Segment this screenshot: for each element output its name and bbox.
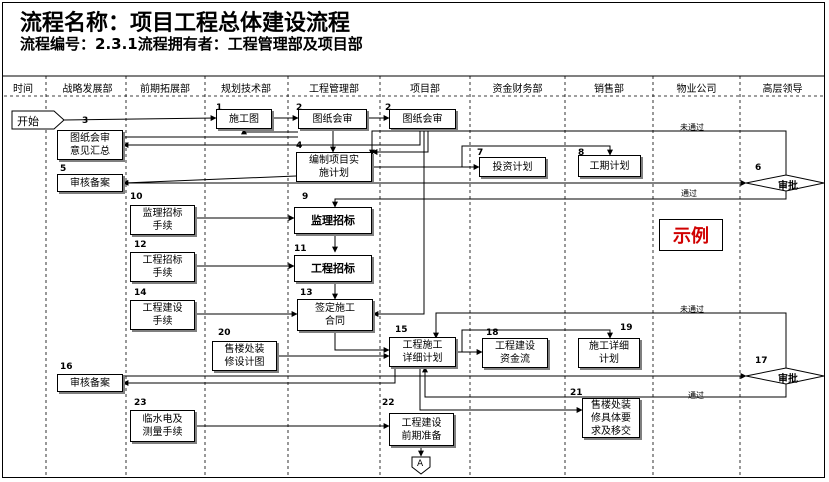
lane-header-time: 时间	[13, 84, 33, 95]
node-1-number: 1	[216, 103, 223, 113]
node-construction-drawing[interactable]: 施工图	[216, 109, 272, 129]
node-approval-1[interactable]: 审批	[778, 181, 798, 192]
edge-label-rejected-1: 未通过	[680, 123, 704, 132]
example-stamp: 示例	[659, 219, 723, 251]
lane-header-sales: 销售部	[594, 84, 624, 95]
node-4-number: 4	[296, 141, 303, 151]
node-5-number: 5	[60, 164, 67, 174]
lane-header-property: 物业公司	[676, 84, 717, 95]
node-supervision-tender[interactable]: 监理招标	[294, 207, 372, 234]
node-utilities-survey-procedure[interactable]: 临水电及 测量手续	[130, 410, 195, 442]
node-detailed-construction-plan[interactable]: 工程施工 详细计划	[389, 337, 456, 367]
node-13-number: 13	[300, 288, 313, 298]
node-15-number: 15	[395, 325, 408, 335]
lane-header-executives: 高层领导	[762, 84, 803, 95]
start-label: 开始	[17, 115, 39, 128]
node-18-number: 18	[486, 328, 499, 338]
node-approval-2[interactable]: 审批	[778, 374, 798, 385]
node-sales-office-handover[interactable]: 售楼处装 修具体要 求及移交	[582, 398, 640, 438]
node-20-number: 20	[218, 328, 231, 338]
node-sign-contract[interactable]: 签定施工 合同	[297, 299, 373, 331]
node-supervision-tender-procedure[interactable]: 监理招标 手续	[130, 205, 195, 235]
node-investment-plan[interactable]: 投资计划	[479, 157, 546, 177]
lane-header-project: 项目部	[410, 84, 440, 95]
node-3-number: 3	[82, 116, 89, 126]
page-title: 流程名称：项目工程总体建设流程	[20, 11, 351, 36]
edge-label-rejected-2: 未通过	[680, 305, 704, 314]
page-subtitle: 流程编号：2.3.1流程拥有者：工程管理部及项目部	[20, 35, 363, 53]
node-7-number: 7	[477, 148, 484, 158]
node-construction-tender[interactable]: 工程招标	[294, 255, 372, 282]
node-12-number: 12	[134, 240, 147, 250]
lane-header-expansion: 前期拓展部	[140, 84, 190, 95]
node-preliminary-preparation[interactable]: 工程建设 前期准备	[389, 413, 454, 446]
edge-label-passed-1: 通过	[681, 189, 697, 198]
lane-header-finance: 资金财务部	[492, 84, 543, 95]
node-drawing-review-summary[interactable]: 图纸会审 意见汇总	[57, 130, 123, 160]
node-filing-review-2[interactable]: 审核备案	[57, 374, 123, 392]
node-11-number: 11	[294, 244, 307, 254]
node-construction-tender-procedure[interactable]: 工程招标 手续	[130, 252, 195, 282]
node-project-plan[interactable]: 编制项目实 施计划	[296, 152, 372, 182]
node-16-number: 16	[60, 362, 73, 372]
lane-header-engineering: 工程管理部	[309, 84, 359, 95]
node-filing-review-1[interactable]: 审核备案	[57, 174, 123, 192]
node-10-number: 10	[130, 192, 143, 202]
node-21-number: 21	[570, 388, 583, 398]
node-funds-flow[interactable]: 工程建设 资金流	[482, 338, 548, 368]
lane-header-planning: 规划技术部	[221, 84, 271, 95]
edge-label-passed-2: 通过	[688, 391, 704, 400]
node-drawing-review-engineering[interactable]: 图纸会审	[298, 109, 367, 129]
node-detailed-schedule[interactable]: 施工详细 计划	[578, 338, 640, 368]
node-construction-procedure[interactable]: 工程建设 手续	[130, 300, 195, 330]
node-2a-number: 2	[296, 103, 303, 113]
offpage-connector-a[interactable]: A	[417, 459, 424, 469]
node-17-number: 17	[755, 356, 768, 366]
lane-header-strategy: 战略发展部	[62, 84, 113, 95]
node-6-number: 6	[755, 163, 762, 173]
node-19-number: 19	[620, 323, 633, 333]
node-22-number: 22	[382, 398, 395, 408]
node-drawing-review-project[interactable]: 图纸会审	[389, 109, 456, 129]
node-schedule-plan[interactable]: 工期计划	[578, 155, 641, 177]
node-8-number: 8	[578, 148, 585, 158]
node-sales-office-design[interactable]: 售楼处装 修设计图	[212, 341, 277, 371]
node-23-number: 23	[134, 398, 147, 408]
node-2b-number: 2	[385, 103, 392, 113]
node-9-number: 9	[302, 192, 309, 202]
node-14-number: 14	[134, 288, 147, 298]
